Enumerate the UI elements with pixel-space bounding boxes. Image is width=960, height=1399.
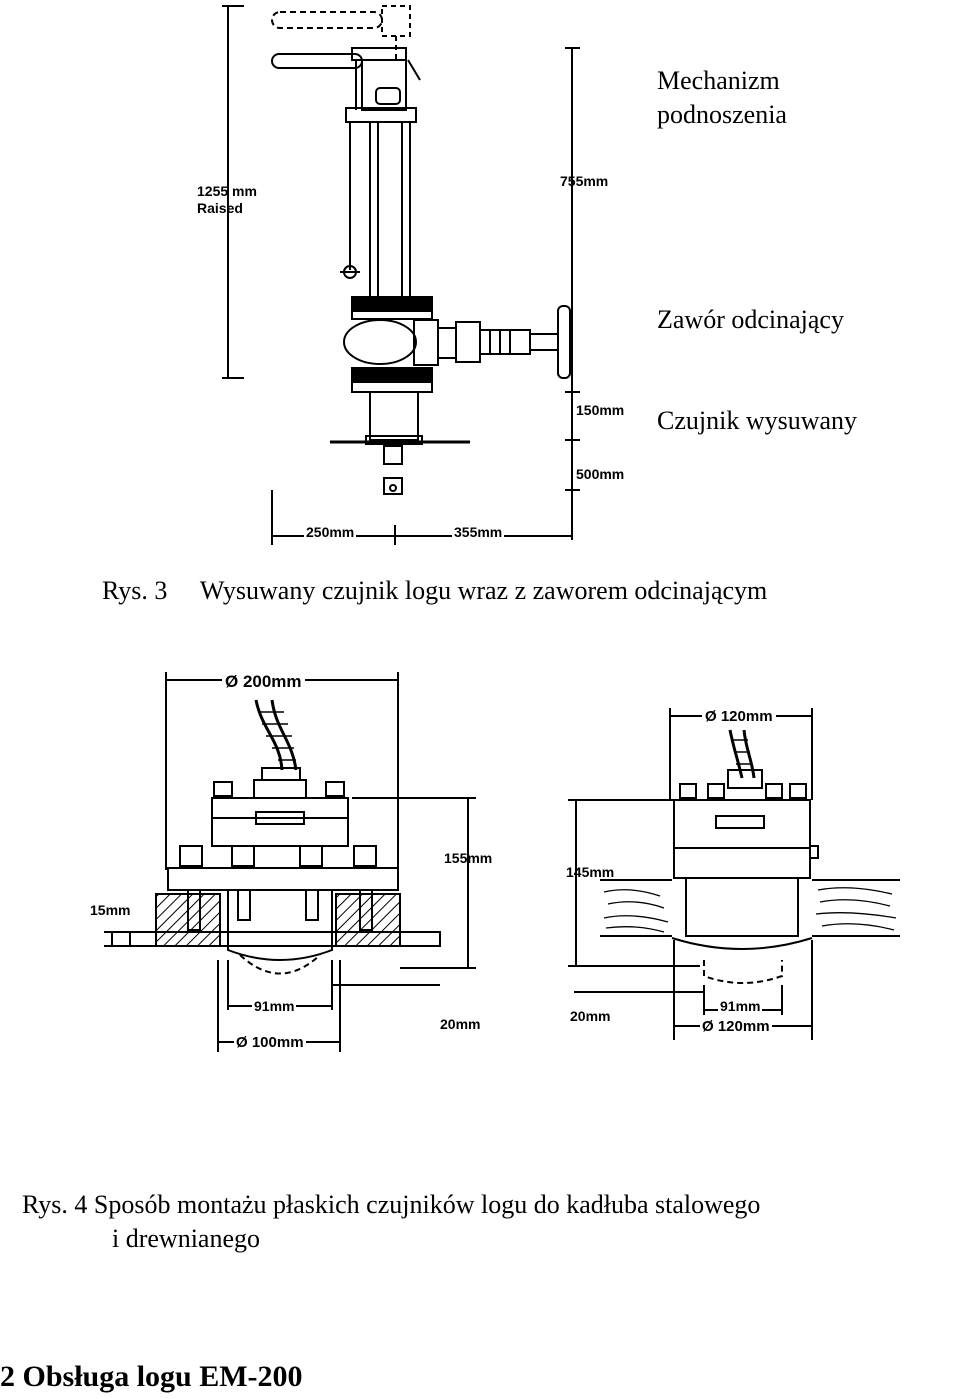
dim-355: 355mm [452,524,505,540]
dim-500: 500mm [576,466,625,482]
dim-left-15: 15mm [90,902,131,918]
dim-left-155: 155mm [444,850,493,866]
dim-right-diameter-120-bottom: Ø 120mm [700,1018,772,1035]
dim-250: 250mm [304,524,357,540]
figure-3-drawing [222,5,580,545]
label-retractable-sensor: Czujnik wysuwany [657,406,858,435]
section-heading: 2 Obsługa logu EM-200 [0,1360,303,1393]
figure-3-number: Rys. 3 [102,576,168,605]
figure-4-caption-line2: i drewnianego [112,1224,261,1253]
dim-raised-height: 1255 mm Raised [197,183,257,216]
figure-4-drawing [104,672,900,1052]
dim-left-diameter-200: Ø 200mm [222,672,305,692]
figure-3-caption-text: Wysuwany czujnik logu wraz z zaworem odc… [199,576,768,605]
dim-150: 150mm [576,402,625,418]
figure-3-caption: Rys. 3 Wysuwany czujnik logu wraz z zawo… [102,576,767,606]
dim-right-diameter-120-top: Ø 120mm [702,708,776,725]
dim-right-91: 91mm [718,998,763,1014]
figure-4-caption-line1: Rys. 4 Sposób montażu płaskich czujników… [22,1190,761,1219]
dim-left-diameter-100: Ø 100mm [234,1034,306,1051]
dim-755: 755mm [560,173,609,189]
label-lifting-mechanism: Mechanizm podnoszenia [657,66,787,129]
dim-left-91: 91mm [252,998,297,1014]
dim-left-20: 20mm [440,1016,481,1032]
dim-right-145: 145mm [566,864,615,880]
dim-right-20: 20mm [570,1008,611,1024]
label-shutoff-valve: Zawór odcinający [657,305,844,334]
